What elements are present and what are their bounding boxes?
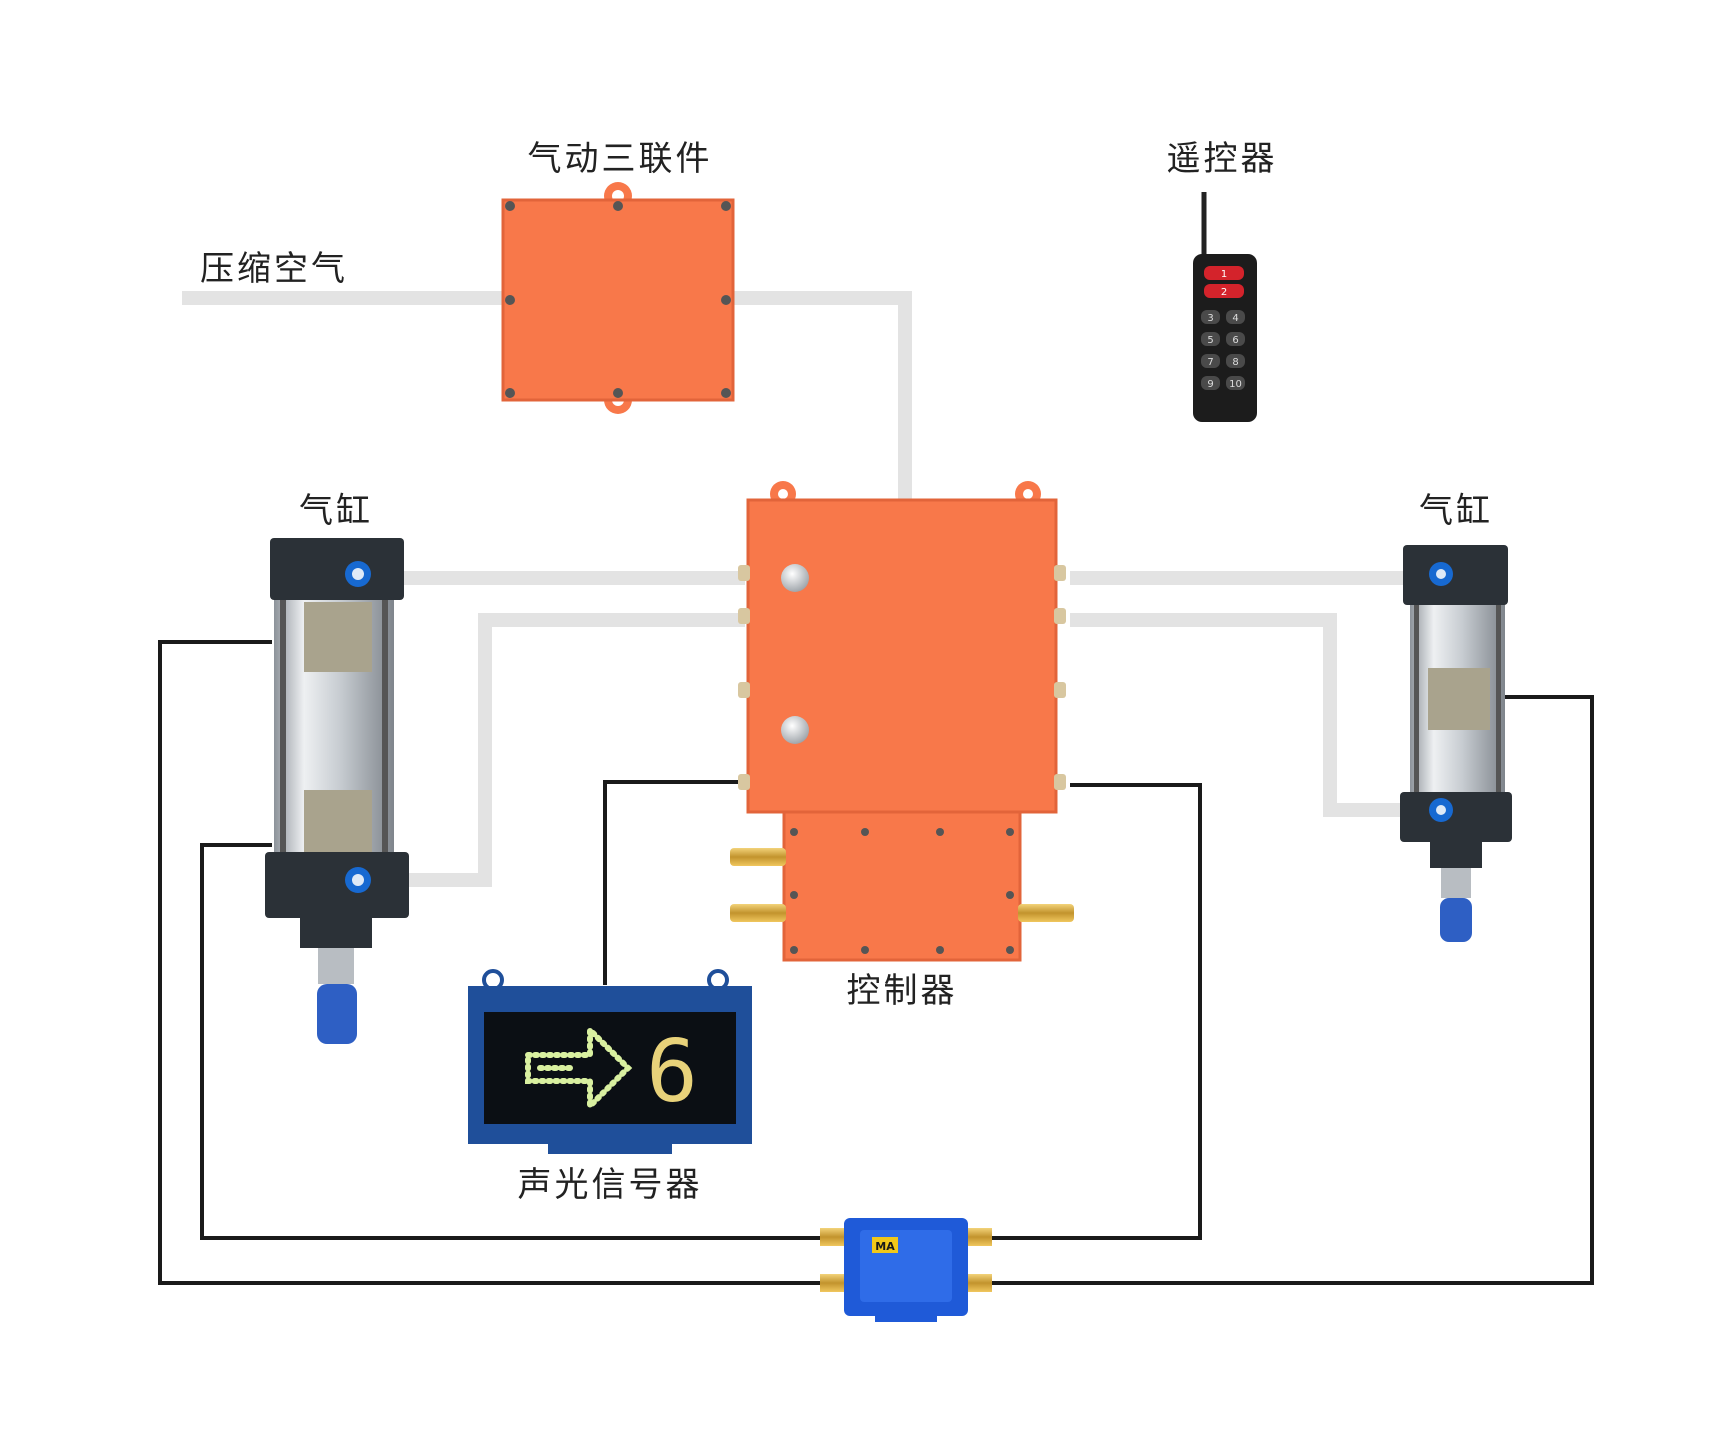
signal-arrow bbox=[525, 1022, 633, 1114]
remote-key-label: 1 bbox=[1221, 269, 1227, 280]
signal-wires bbox=[158, 640, 1594, 1285]
cylinder-left-bottom-cap bbox=[265, 852, 409, 918]
remote-key-label: 7 bbox=[1207, 357, 1213, 368]
cylinder-left-label-plate bbox=[304, 602, 372, 672]
remote-key-8 bbox=[1226, 354, 1245, 368]
wire-left-inner bbox=[200, 843, 832, 1240]
cylinder-right bbox=[1400, 545, 1512, 942]
cylinder-left bbox=[265, 538, 409, 1044]
remote-control: 1 2 3 4 5 6 7 8 9 10 bbox=[1193, 192, 1257, 422]
pipe-controller-right-bottom bbox=[1070, 613, 1410, 817]
label-cylinder-left: 气缸 bbox=[299, 491, 373, 531]
label-controller: 控制器 bbox=[847, 971, 958, 1011]
cylinder-right-bottom-cap bbox=[1400, 792, 1512, 842]
label-frl-unit: 气动三联件 bbox=[528, 139, 713, 179]
junction-badge: MA bbox=[875, 1240, 895, 1253]
label-signal: 声光信号器 bbox=[518, 1165, 703, 1205]
remote-key-6 bbox=[1226, 332, 1245, 346]
controller bbox=[730, 481, 1074, 962]
wire-left-outer bbox=[158, 640, 832, 1285]
wire-controller-signal bbox=[603, 780, 745, 985]
pipe-controller-left-bottom bbox=[360, 613, 745, 887]
controller-main-box bbox=[746, 498, 1058, 814]
remote-key-1 bbox=[1204, 266, 1244, 280]
remote-key-label: 6 bbox=[1232, 335, 1238, 346]
remote-key-label: 4 bbox=[1232, 313, 1238, 324]
cylinder-right-silencer bbox=[1440, 898, 1472, 942]
remote-key-label: 10 bbox=[1229, 379, 1242, 390]
cylinder-right-label-plate bbox=[1428, 668, 1490, 730]
signal-device: 6 bbox=[468, 969, 752, 1154]
signal-screen bbox=[484, 1012, 736, 1124]
cylinder-left-silencer bbox=[317, 984, 357, 1044]
remote-key-2 bbox=[1204, 284, 1244, 298]
pipe-frl-to-controller bbox=[732, 291, 912, 505]
remote-key-label: 3 bbox=[1207, 313, 1213, 324]
remote-key-5 bbox=[1201, 332, 1220, 346]
remote-key-label: 2 bbox=[1221, 287, 1227, 298]
controller-terminal-box bbox=[782, 810, 1022, 962]
remote-key-9 bbox=[1201, 376, 1220, 390]
frl-unit bbox=[501, 182, 735, 414]
controller-cable-glands bbox=[730, 848, 1074, 922]
cylinder-left-top-cap bbox=[270, 538, 404, 600]
remote-key-10 bbox=[1226, 376, 1245, 390]
label-remote: 遥控器 bbox=[1167, 139, 1278, 179]
cylinder-right-top-cap bbox=[1403, 545, 1508, 605]
air-pipes bbox=[182, 291, 1440, 887]
remote-key-7 bbox=[1201, 354, 1220, 368]
controller-knob-top bbox=[781, 564, 809, 592]
wire-controller-junction bbox=[982, 783, 1202, 1240]
label-cylinder-right: 气缸 bbox=[1419, 491, 1493, 531]
remote-key-3 bbox=[1201, 310, 1220, 324]
frl-box bbox=[501, 198, 735, 402]
remote-key-label: 5 bbox=[1207, 335, 1213, 346]
label-air-source: 压缩空气 bbox=[200, 249, 348, 289]
signal-digit: 6 bbox=[646, 1022, 698, 1122]
remote-key-4 bbox=[1226, 310, 1245, 324]
controller-knob-bottom bbox=[781, 716, 809, 744]
wire-right-outer bbox=[982, 695, 1594, 1285]
remote-key-label: 9 bbox=[1207, 379, 1213, 390]
remote-key-label: 8 bbox=[1232, 357, 1238, 368]
junction-box: MA bbox=[820, 1218, 992, 1322]
